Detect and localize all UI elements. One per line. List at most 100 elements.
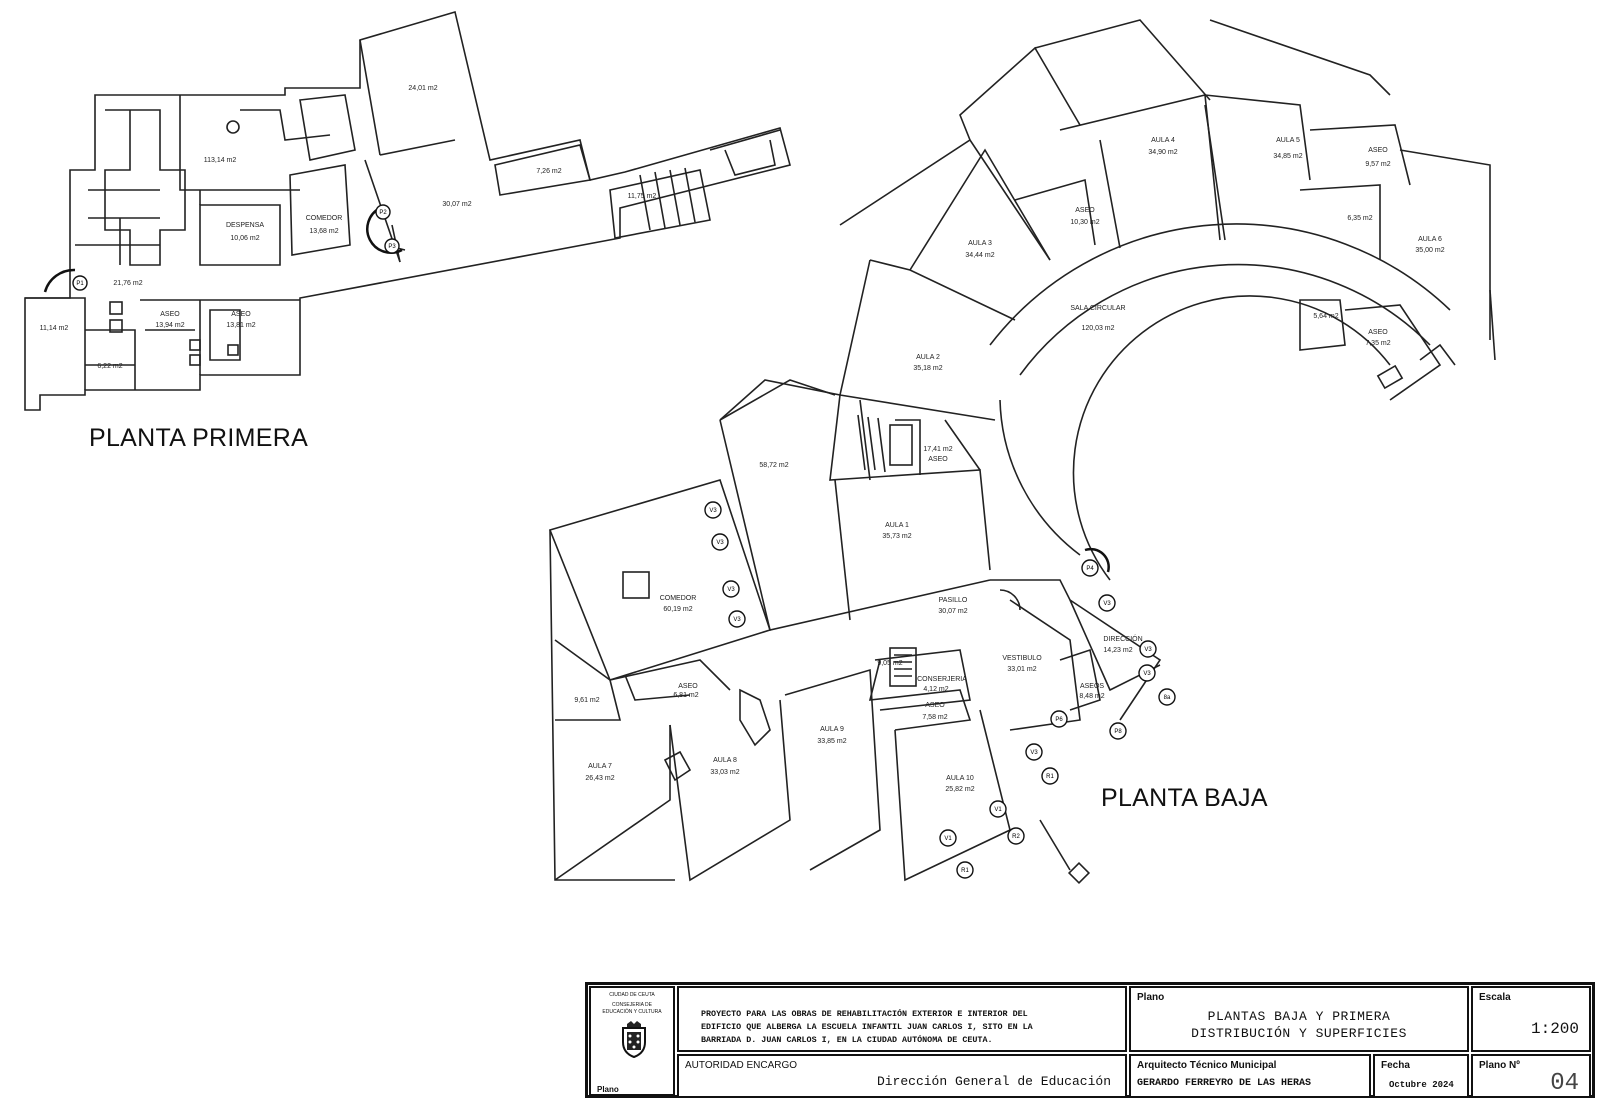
room-area-label: 11,14 m2	[40, 325, 69, 332]
marker: V1	[989, 800, 1007, 818]
room-name-label: COMEDOR	[660, 595, 697, 602]
marker-label: V3	[1143, 671, 1151, 677]
marker-label: R2	[1012, 834, 1020, 840]
room-area-label: 6,81 m2	[673, 692, 698, 699]
marker: P8	[1109, 722, 1127, 740]
marker: R1	[956, 861, 974, 879]
room-area-label: 10,06 m2	[230, 235, 259, 242]
room-name-label: ASEO	[678, 683, 698, 690]
first-floor-plan	[24, 10, 791, 411]
marker-label: V3	[1030, 750, 1038, 756]
project-line-2: EDIFICIO QUE ALBERGA LA ESCUELA INFANTIL…	[701, 1022, 1033, 1032]
autoridad-value: Dirección General de Educación	[876, 1074, 1111, 1089]
marker: V1	[939, 829, 957, 847]
marker-p2: P2	[375, 204, 391, 220]
escala-cell: Escala 1:200	[1471, 986, 1591, 1052]
marker-p3: P3	[384, 238, 400, 254]
plano-label: Plano	[1137, 992, 1165, 1003]
plano-title-line-2: DISTRIBUCIÓN Y SUPERFICIES	[1191, 1026, 1407, 1041]
room-area-label: 7,58 m2	[922, 714, 947, 721]
room-area-label: 9,61 m2	[574, 697, 599, 704]
room-area-label: 11,75 m2	[628, 193, 657, 200]
marker-label: P3	[388, 244, 396, 250]
entity-line-3: EDUCACIÓN Y CULTURA	[602, 1009, 662, 1015]
marker-label: R1	[1046, 774, 1054, 780]
room-area-label: 8,48 m2	[1079, 693, 1104, 700]
room-name-label: AULA 6	[1418, 236, 1442, 243]
marker-label: V1	[944, 836, 952, 842]
side-plano-label: Plano	[597, 1085, 619, 1094]
marker: V3	[728, 610, 746, 628]
room-area-label: 13,81 m2	[226, 322, 255, 329]
marker-label: 8a	[1164, 695, 1171, 701]
room-area-label: 26,43 m2	[585, 775, 614, 782]
marker: V3	[1098, 594, 1116, 612]
room-name-label: DESPENSA	[226, 222, 264, 229]
room-area-label: 13,68 m2	[309, 228, 338, 235]
marker-label: V3	[1103, 601, 1111, 607]
marker-label: P4	[1086, 566, 1094, 572]
escala-label: Escala	[1479, 992, 1511, 1003]
room-area-label: 17,41 m2	[923, 446, 952, 453]
marker-label: P8	[1114, 729, 1122, 735]
room-name-label: ASEO	[928, 456, 948, 463]
room-area-label: 21,76 m2	[113, 280, 142, 287]
room-name-label: VESTIBULO	[1002, 655, 1042, 662]
room-area-label: 7,26 m2	[536, 168, 561, 175]
room-name-label: ASEO	[1075, 207, 1095, 214]
marker-label: V3	[716, 540, 724, 546]
room-area-label: 34,90 m2	[1148, 149, 1177, 156]
fecha-value: Octubre 2024	[1389, 1080, 1454, 1090]
marker: P6	[1050, 710, 1068, 728]
room-area-label: 120,03 m2	[1081, 325, 1114, 332]
room-area-label: 10,30 m2	[1070, 219, 1099, 226]
entity-cell: CIUDAD DE CEUTA CONSEJERIA DE EDUCACIÓN …	[589, 986, 675, 1096]
room-name-label: AULA 10	[946, 775, 974, 782]
escala-value: 1:200	[1530, 1020, 1579, 1038]
plano-number-label: Plano Nº	[1479, 1060, 1520, 1071]
room-name-label: ASEO	[925, 702, 945, 709]
coat-of-arms-logo	[622, 1021, 646, 1058]
marker-label: R1	[961, 868, 969, 874]
title-block: CIUDAD DE CEUTA CONSEJERIA DE EDUCACIÓN …	[585, 982, 1595, 1098]
room-area-label: 35,18 m2	[913, 365, 942, 372]
ground-floor-title: PLANTA BAJA	[1101, 784, 1268, 812]
room-area-label: 5,64 m2	[1313, 313, 1338, 320]
autoridad-label: AUTORIDAD ENCARGO	[685, 1060, 798, 1071]
marker-label: V3	[727, 587, 735, 593]
autoridad-cell: AUTORIDAD ENCARGO Dirección General de E…	[677, 1054, 1127, 1098]
marker: V3	[1139, 640, 1157, 658]
ground-floor-door-symbols	[1084, 547, 1110, 573]
plano-number-value: 04	[1550, 1070, 1579, 1097]
room-name-label: PASILLO	[939, 597, 968, 604]
marker-label: V3	[1144, 647, 1152, 653]
marker: V3	[711, 533, 729, 551]
project-line-1: PROYECTO PARA LAS OBRAS DE REHABILITACIÓ…	[701, 1009, 1028, 1019]
marker: V3	[704, 501, 722, 519]
room-area-label: 34,85 m2	[1273, 153, 1302, 160]
room-name-label: AULA 7	[588, 763, 612, 770]
marker: V3	[722, 580, 740, 598]
room-area-label: 30,07 m2	[938, 608, 967, 615]
room-area-label: 35,73 m2	[882, 533, 911, 540]
marker: P4	[1081, 559, 1099, 577]
room-area-label: 60,19 m2	[663, 606, 692, 613]
room-area-label: 34,44 m2	[965, 252, 994, 259]
room-area-label: 6,35 m2	[1347, 215, 1372, 222]
entity-line-2: CONSEJERIA DE	[611, 1002, 652, 1008]
marker: R1	[1041, 767, 1059, 785]
room-area-label: 113,14 m2	[204, 157, 237, 164]
room-name-label: COMEDOR	[306, 215, 343, 222]
room-name-label: ASEO	[1368, 147, 1388, 154]
project-cell: PROYECTO PARA LAS OBRAS DE REHABILITACIÓ…	[677, 986, 1127, 1052]
marker-label: P2	[379, 210, 387, 216]
room-name-label: ASEO	[160, 311, 180, 318]
fecha-label: Fecha	[1381, 1060, 1410, 1071]
room-name-label: CONSERJERIA	[917, 676, 967, 683]
room-name-label: AULA 2	[916, 354, 940, 361]
room-area-label: 9,05 m2	[877, 660, 902, 667]
ground-floor-plan	[548, 19, 1496, 885]
room-name-label: AULA 4	[1151, 137, 1175, 144]
room-name-label: ASEOS	[1080, 683, 1104, 690]
opening-markers: P1 P2 P3 V3 V3 V3 V3 P4 V3 V3 V3 8a P6 P…	[72, 204, 1176, 879]
